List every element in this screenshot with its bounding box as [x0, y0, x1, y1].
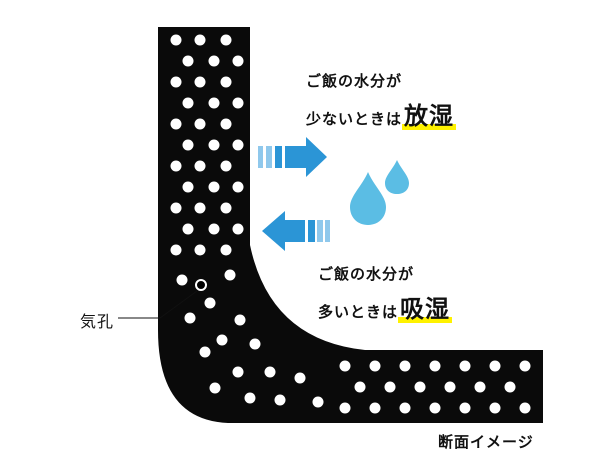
pore-dot — [208, 55, 220, 67]
pore-dot — [489, 402, 501, 414]
pore-dot — [182, 181, 194, 193]
pore-dot — [184, 312, 196, 324]
pore-dot — [354, 381, 366, 393]
pore-dot — [444, 381, 456, 393]
outward-arrow-icon — [258, 137, 327, 177]
pore-dot — [194, 202, 206, 214]
pore-dot — [170, 76, 182, 88]
pore-dot — [459, 402, 471, 414]
pore-dot — [194, 76, 206, 88]
pore-dot — [294, 372, 306, 384]
pore-dot — [489, 360, 501, 372]
arrow-stripe — [325, 220, 330, 242]
absorb-text-line2: 多いときは吸湿 — [318, 289, 453, 324]
pore-dot — [208, 181, 220, 193]
pore-dot — [170, 34, 182, 46]
pore-dot — [414, 381, 426, 393]
pore-dot — [504, 381, 516, 393]
pore-dot — [220, 76, 232, 88]
highlight-marker — [398, 317, 453, 323]
release-text-prefix: 少ないときは — [306, 110, 403, 128]
pore-dot — [182, 55, 194, 67]
pore-dot — [208, 97, 220, 109]
ceramic-wall-cross-section — [158, 27, 543, 423]
pore-dot — [429, 360, 441, 372]
pore-dot — [194, 118, 206, 130]
pore-dot — [232, 223, 244, 235]
pore-dot — [208, 139, 220, 151]
inward-arrow-icon — [262, 211, 330, 251]
pore-dot — [232, 181, 244, 193]
pore-dot — [399, 360, 411, 372]
arrow-stripe — [266, 146, 272, 168]
highlight-marker — [402, 124, 457, 130]
pore-dot — [216, 334, 228, 346]
release-emphasis: 放湿 — [402, 102, 457, 130]
pore-dot — [244, 392, 256, 404]
pore-dot — [369, 402, 381, 414]
pore-dot — [182, 223, 194, 235]
arrow-stripe — [317, 220, 323, 242]
pore-dot — [312, 396, 324, 408]
absorb-text-prefix: 多いときは — [318, 303, 399, 321]
arrow-stripe — [275, 146, 282, 168]
pore-dot — [274, 394, 286, 406]
pore-dot — [232, 97, 244, 109]
highlighted-pore — [195, 279, 207, 291]
pore-label: 気孔 — [80, 312, 115, 331]
pore-dot — [220, 244, 232, 256]
pore-dot — [264, 366, 276, 378]
pore-dot — [519, 402, 531, 414]
pore-dot — [170, 160, 182, 172]
pores-group — [170, 34, 531, 414]
pore-dot — [194, 244, 206, 256]
arrow-head — [262, 211, 305, 251]
pore-dot — [220, 118, 232, 130]
pore-dot — [369, 360, 381, 372]
pore-dot — [204, 297, 216, 309]
pore-dot — [429, 402, 441, 414]
release-text-line2: 少ないときは放湿 — [306, 96, 457, 131]
pore-dot — [170, 244, 182, 256]
pore-dot — [170, 118, 182, 130]
pore-leader-line — [159, 290, 198, 319]
arrow-head — [285, 137, 327, 177]
arrow-stripe — [308, 220, 315, 242]
pore-dot — [339, 402, 351, 414]
pore-dot — [519, 360, 531, 372]
absorb-text-line1: ご飯の水分が — [318, 265, 415, 283]
water-droplet-icon — [350, 172, 386, 225]
pore-dot — [209, 382, 221, 394]
pore-dot — [176, 274, 188, 286]
absorb-emphasis: 吸湿 — [398, 295, 453, 323]
pore-dot — [194, 160, 206, 172]
pore-dot — [220, 34, 232, 46]
pore-dot — [249, 338, 261, 350]
pore-dot — [220, 202, 232, 214]
pore-dot — [384, 381, 396, 393]
pore-dot — [182, 139, 194, 151]
water-droplet-icon — [385, 160, 409, 194]
pore-dot — [199, 346, 211, 358]
pore-dot — [459, 360, 471, 372]
pore-dot — [234, 314, 246, 326]
arrow-stripe — [258, 146, 263, 168]
cross-section-caption: 断面イメージ — [438, 433, 534, 451]
pore-dot — [232, 139, 244, 151]
pore-dot — [220, 160, 232, 172]
pore-dot — [224, 269, 236, 281]
pore-dot — [208, 223, 220, 235]
pore-dot — [194, 34, 206, 46]
release-text-line1: ご飯の水分が — [306, 72, 403, 90]
pore-dot — [232, 366, 244, 378]
pore-dot — [399, 402, 411, 414]
pore-dot — [474, 381, 486, 393]
pore-dot — [182, 97, 194, 109]
pore-dot — [339, 360, 351, 372]
pore-dot — [232, 55, 244, 67]
pore-dot — [170, 202, 182, 214]
